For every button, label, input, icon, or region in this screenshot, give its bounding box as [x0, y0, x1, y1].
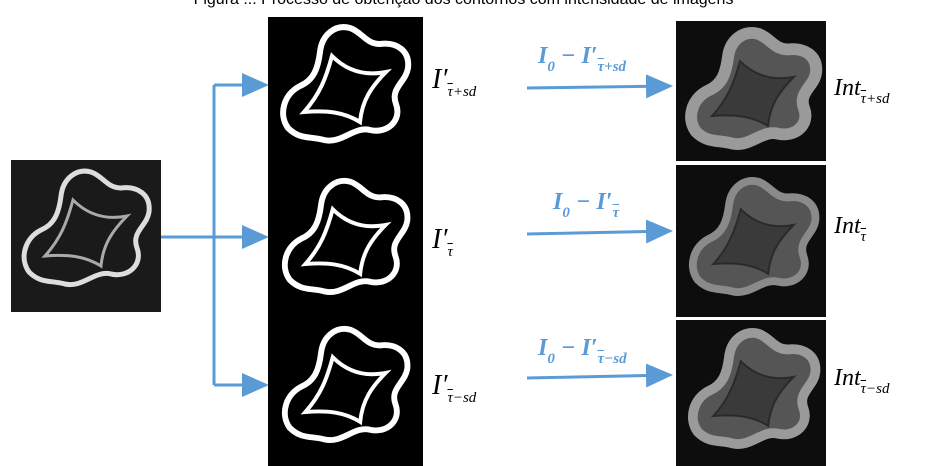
label-diff-plus: I0 − I′τ+sd: [538, 44, 626, 68]
intensity-column: [676, 21, 826, 466]
label-int-plus: Intτ+sd: [834, 76, 890, 100]
label-int-minus: Intτ−sd: [834, 366, 890, 390]
label-int-mid: Intτ: [834, 214, 866, 238]
label-diff-mid: I0 − I′τ: [553, 190, 619, 214]
input-image: [11, 160, 161, 312]
label-mask-minus: I′τ−sd: [432, 372, 476, 400]
label-mask-mid: I′τ: [432, 226, 453, 254]
branch-arrows: [161, 85, 266, 385]
label-diff-minus: I0 − I′τ−sd: [538, 336, 627, 360]
diff-arrows: [527, 86, 670, 378]
label-mask-plus: I′τ+sd: [432, 66, 476, 94]
mask-column: [268, 17, 423, 466]
